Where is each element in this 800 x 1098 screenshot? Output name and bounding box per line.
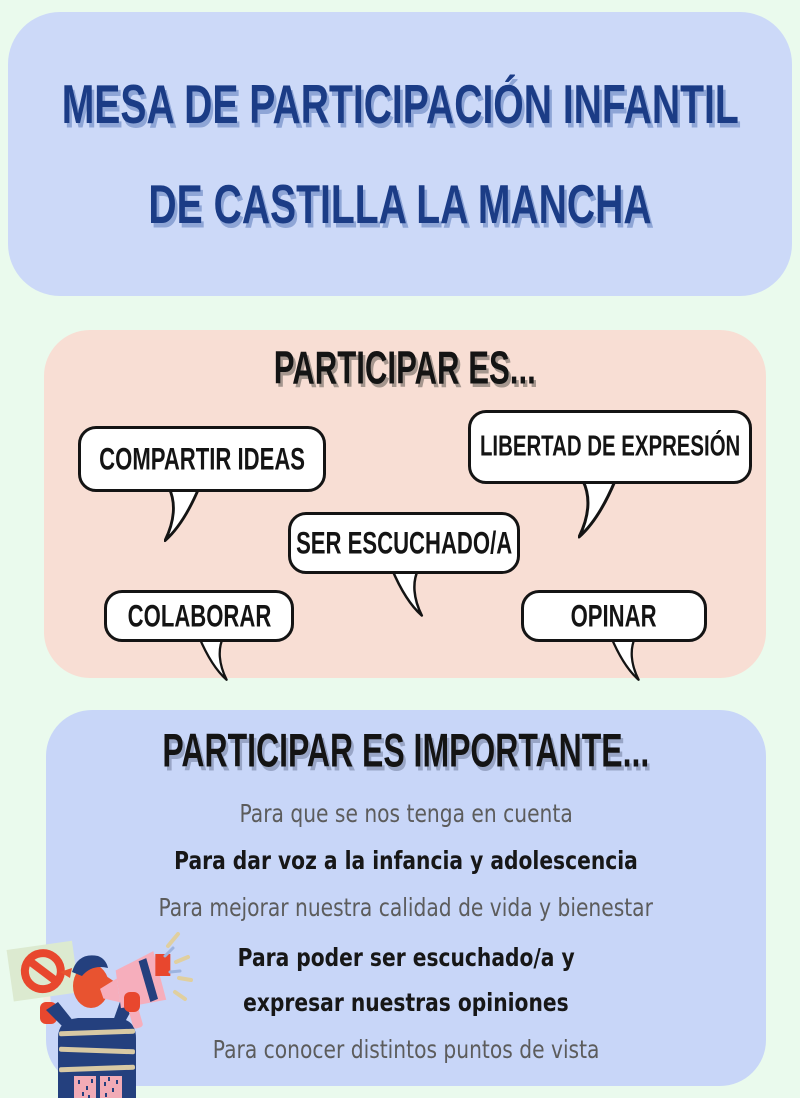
- reason-item: Para poder ser escuchado/a y: [237, 944, 575, 973]
- reason-item: Para dar voz a la infancia y adolescenci…: [174, 847, 638, 876]
- participation-heading: PARTICIPAR ES...: [273, 343, 536, 395]
- speech-bubble-label: LIBERTAD DE EXPRESIÓN: [479, 430, 741, 463]
- megaphone-icon: [100, 951, 171, 1029]
- participation-section-card: PARTICIPAR ES... COMPARTIR IDEAS LIBERTA…: [44, 330, 766, 681]
- header-card: MESA DE PARTICIPACIÓN INFANTIL DE CASTIL…: [8, 12, 792, 296]
- speech-bubble-ser-escuchado: SER ESCUCHADO/A: [288, 512, 520, 574]
- speech-bubble-tail: [578, 478, 618, 542]
- speech-bubble-tail: [608, 636, 640, 682]
- prohibition-sign-icon: [6, 940, 80, 1002]
- speech-bubble-compartir-ideas: COMPARTIR IDEAS: [78, 426, 326, 492]
- speech-bubble-opinar: OPINAR: [521, 590, 707, 642]
- speech-bubble-label: OPINAR: [571, 597, 657, 634]
- speech-bubble-colaborar: COLABORAR: [104, 590, 294, 642]
- importance-section-card: PARTICIPAR ES IMPORTANTE... Para que se …: [46, 710, 766, 1086]
- speech-bubble-label: COMPARTIR IDEAS: [99, 440, 305, 477]
- speech-bubble-label: SER ESCUCHADO/A: [295, 524, 513, 561]
- poster-title-line1: MESA DE PARTICIPACIÓN INFANTIL: [61, 73, 739, 135]
- reason-item: Para que se nos tenga en cuenta: [239, 800, 573, 829]
- speech-bubble-label: COLABORAR: [127, 597, 271, 634]
- speech-bubble-tail: [388, 568, 424, 618]
- speech-bubble-libertad-de-expresion: LIBERTAD DE EXPRESIÓN: [468, 410, 752, 484]
- poster-title-line2: DE CASTILLA LA MANCHA: [148, 173, 652, 235]
- speech-bubble-tail: [196, 636, 228, 682]
- speech-bubble-tail: [164, 486, 202, 544]
- reason-item: Para mejorar nuestra calidad de vida y b…: [158, 894, 654, 923]
- reason-item: Para conocer distintos puntos de vista: [212, 1036, 600, 1065]
- sound-dashes-icon: [163, 932, 193, 1001]
- reason-item: expresar nuestras opiniones: [243, 989, 569, 1018]
- importance-heading: PARTICIPAR ES IMPORTANTE...: [162, 725, 650, 778]
- person-megaphone-illustration: [0, 926, 200, 1098]
